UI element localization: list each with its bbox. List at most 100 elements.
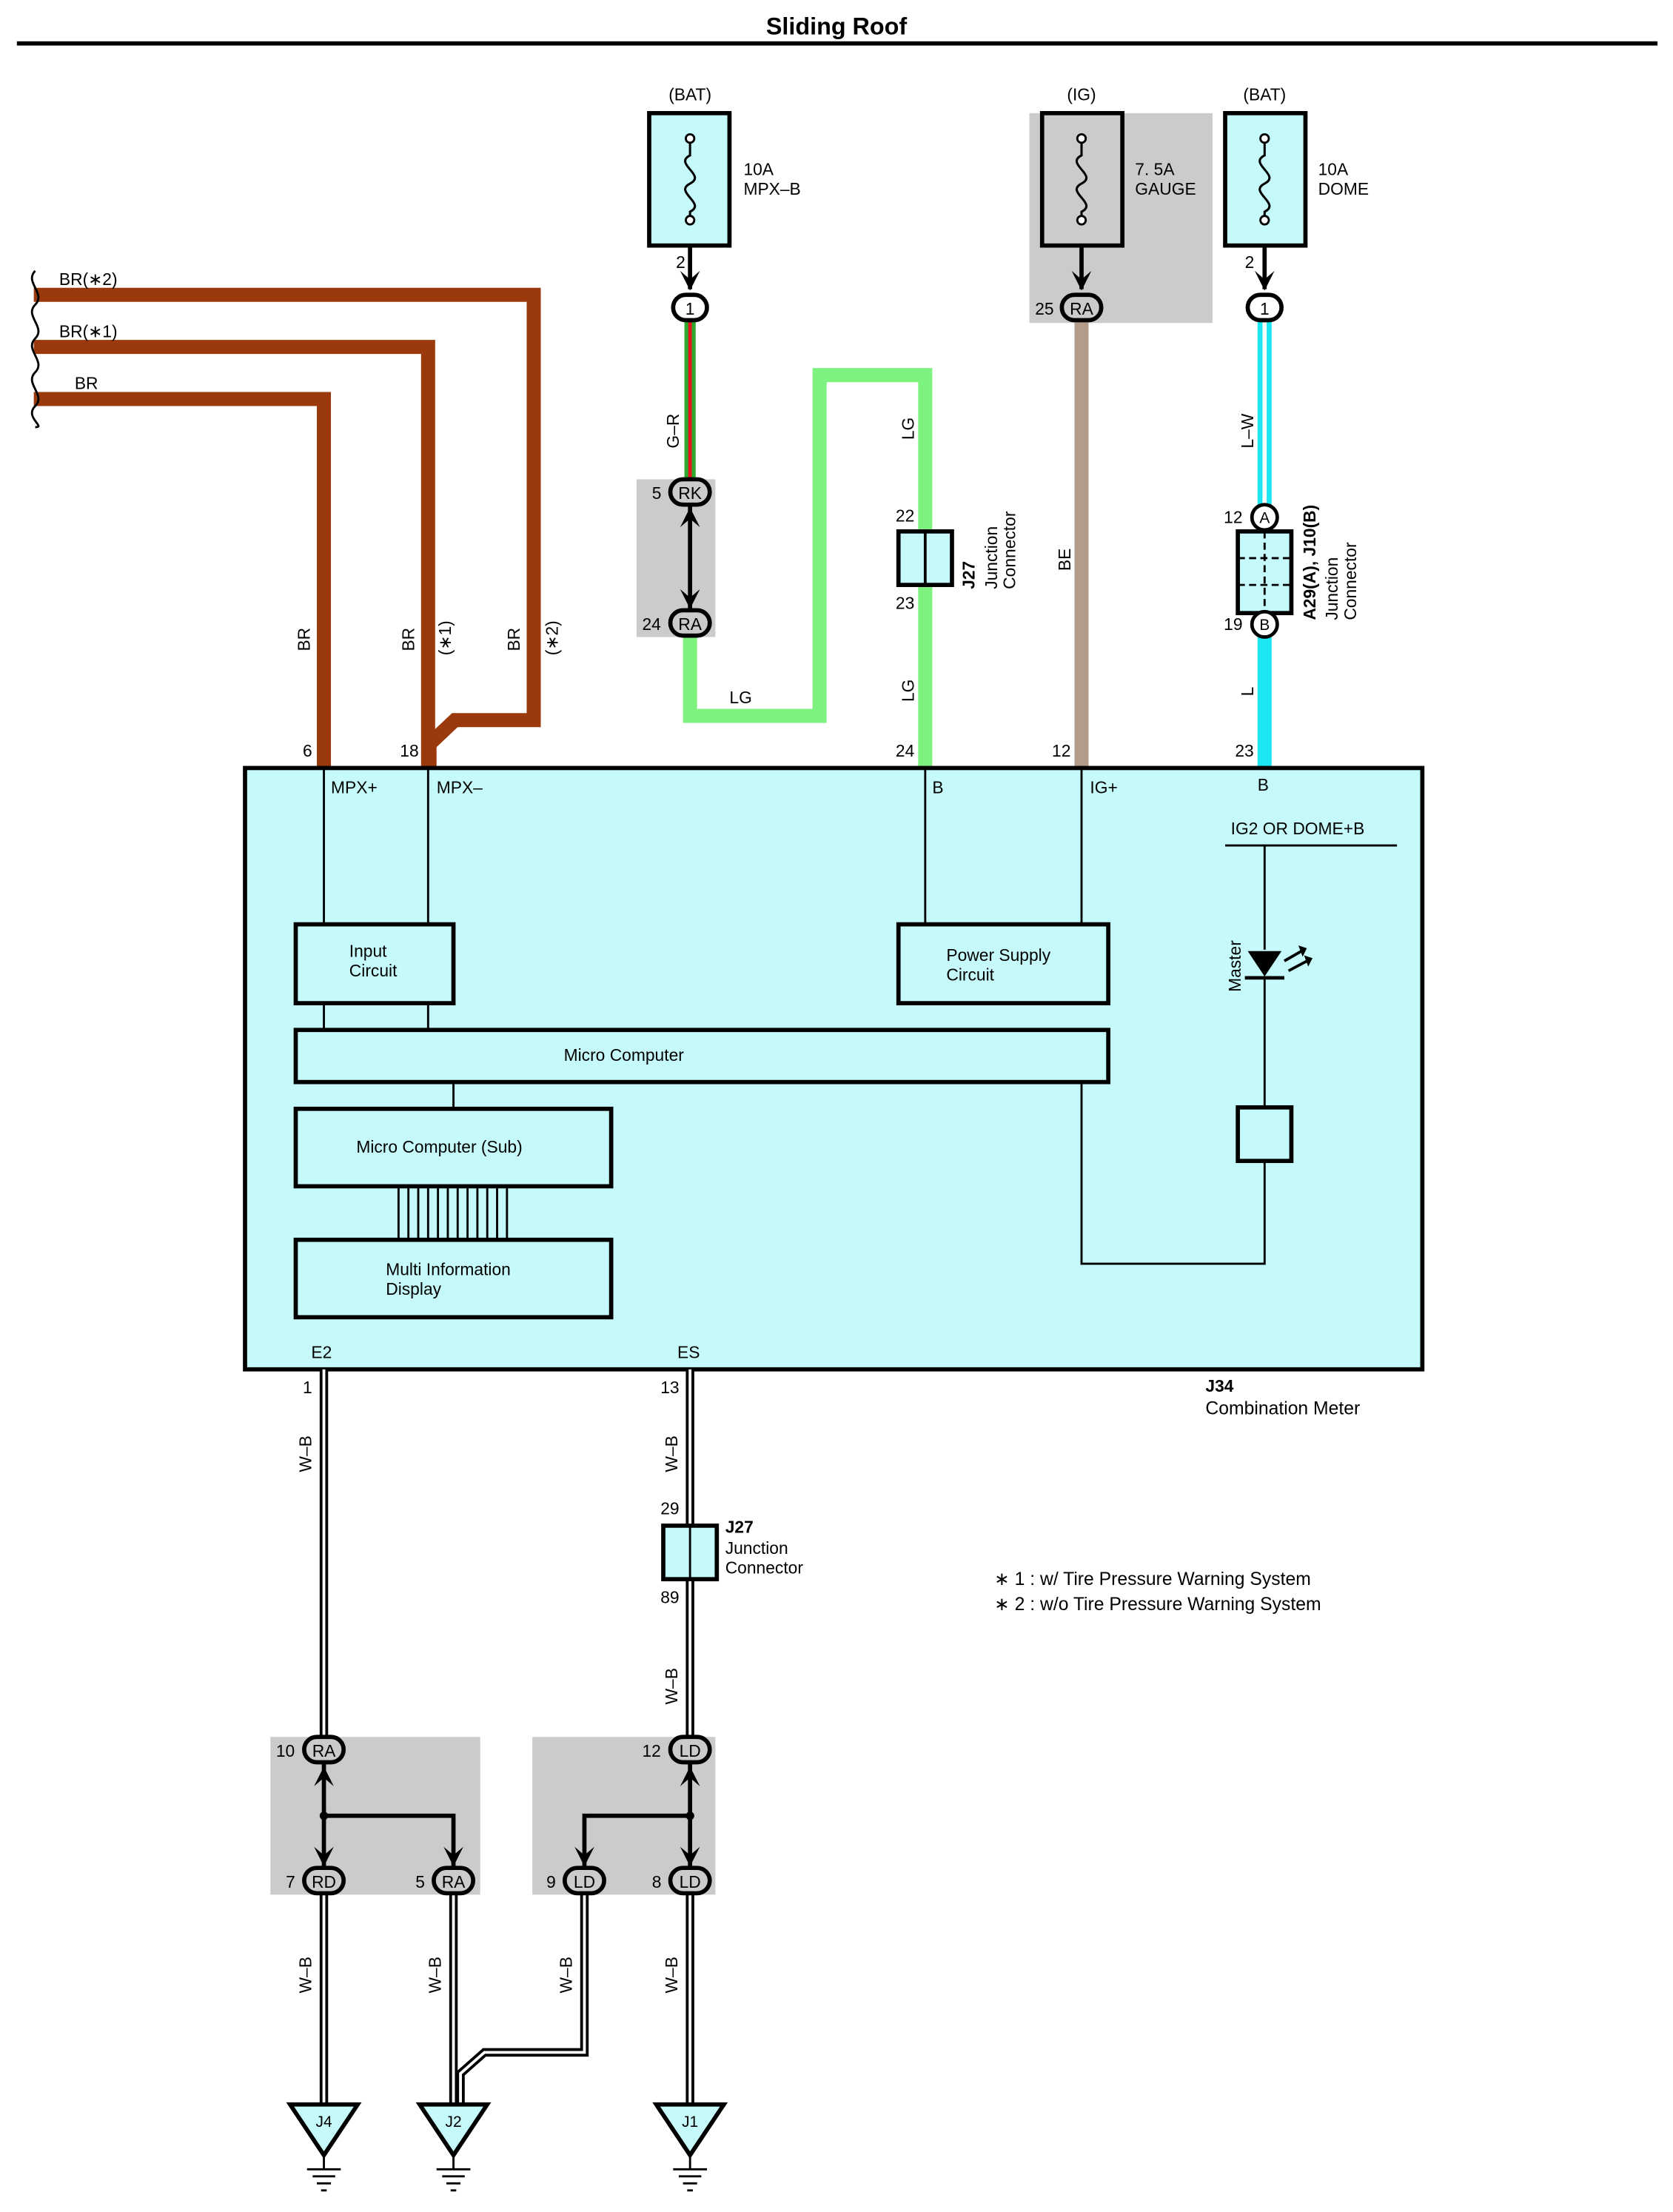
svg-text:1: 1 <box>685 299 695 318</box>
j27-bottom-connector: 29 89 J27 Junction Connector <box>660 1499 803 1607</box>
note-2: ∗ 2 : w/o Tire Pressure Warning System <box>994 1595 1321 1615</box>
fuse-dome-source: (BAT) <box>1243 85 1286 104</box>
gr-label: G–R <box>663 414 683 449</box>
rk-ra-connector: RK 5 RA 24 <box>642 477 712 638</box>
svg-text:RD: RD <box>312 1872 336 1891</box>
svg-text:Micro Computer (Sub): Micro Computer (Sub) <box>356 1137 522 1156</box>
ig2-dome-label: IG2 OR DOME+B <box>1231 819 1365 838</box>
j27-bottom-pin29: 29 <box>660 1499 679 1518</box>
fuse-dome-icon <box>1258 138 1271 221</box>
diagram-title: Sliding Roof <box>766 13 908 39</box>
svg-text:RA: RA <box>442 1872 466 1891</box>
svg-text:J1: J1 <box>682 2114 698 2131</box>
j27-bottom-line1: Junction <box>725 1538 788 1558</box>
svg-text:LD: LD <box>680 1741 701 1760</box>
j27-top-pin22: 22 <box>896 506 914 526</box>
meter-id: J34 <box>1205 1376 1233 1395</box>
meter-pin24: 24 <box>896 741 915 760</box>
terminal-ig-plus: IG+ <box>1090 778 1117 797</box>
fuse-dome-name: DOME <box>1318 179 1369 198</box>
title-rule <box>16 41 1658 46</box>
svg-text:Input: Input <box>349 941 387 960</box>
br1-label: BR(∗1) <box>59 321 118 341</box>
wb-wires <box>319 1369 694 2105</box>
svg-text:RA: RA <box>1070 299 1093 318</box>
j27-bottom-pin89: 89 <box>660 1588 679 1607</box>
lg-label-horizontal: LG <box>729 688 751 707</box>
svg-text:Multi Information: Multi Information <box>386 1259 511 1278</box>
ra-pin: 24 <box>642 614 661 634</box>
lg-wire <box>683 368 933 768</box>
terminal-e2: E2 <box>311 1343 332 1362</box>
gauge-connector: RA 25 <box>1035 292 1104 323</box>
svg-text:RA: RA <box>312 1741 336 1760</box>
master-driver-box <box>1236 1105 1294 1164</box>
mpxb-connector: 1 <box>671 292 709 323</box>
terminal-mpx-minus: MPX– <box>437 778 483 797</box>
br2-wire <box>33 287 541 768</box>
fuse-mpxb-box <box>647 110 732 248</box>
fuse-output-arrows <box>680 245 1275 291</box>
terminal-b2: B <box>1258 775 1269 794</box>
input-circuit: Input Circuit <box>293 922 456 1005</box>
svg-text:1: 1 <box>1260 299 1270 318</box>
fuse-dome-rating: 10A <box>1318 160 1349 179</box>
br-vert-label: BR <box>295 628 314 651</box>
a29-pin12: 12 <box>1224 507 1242 526</box>
fuse-mpxb-source: (BAT) <box>668 85 711 104</box>
svg-text:Power Supply: Power Supply <box>946 945 1050 965</box>
ground-j2-icon: J2 <box>415 2102 492 2192</box>
fuse-dome: (BAT) 10A DOME 2 <box>1223 85 1369 272</box>
fuse-mpxb: (BAT) 10A MPX–B 2 <box>647 85 801 272</box>
rk-label: RK <box>678 483 702 503</box>
meter-pin23: 23 <box>1235 741 1253 760</box>
meter-pin18: 18 <box>400 741 418 760</box>
fuse-gauge-name: GAUGE <box>1135 179 1196 198</box>
note-1: ∗ 1 : w/ Tire Pressure Warning System <box>994 1569 1311 1589</box>
br2-vert-label: BR <box>504 628 523 651</box>
terminal-es: ES <box>677 1343 700 1362</box>
j27-bottom-line2: Connector <box>725 1558 804 1578</box>
j27-top-connector: LG 22 23 LG J27 Junction Connector <box>896 418 1019 702</box>
lw-label: L–W <box>1238 413 1257 448</box>
wb-label-es-upper: W–B <box>662 1435 681 1472</box>
rk-pin: 5 <box>652 483 662 503</box>
a29-line1: Junction <box>1322 557 1341 620</box>
svg-text:10: 10 <box>276 1741 295 1760</box>
wire-breaks <box>30 269 40 429</box>
be-label: BE <box>1055 549 1074 571</box>
a29-id: A29(A), J10(B) <box>1300 505 1319 620</box>
fuse-gauge-rating: 7. 5A <box>1135 160 1175 179</box>
svg-text:Micro Computer: Micro Computer <box>564 1045 685 1065</box>
a29-j10-connector: A B 12 19 A29(A), J10(B) Junction Connec… <box>1224 503 1360 639</box>
wb-label-j1: W–B <box>662 1957 681 1993</box>
fuse-gauge-box <box>1039 110 1125 248</box>
l-label: L <box>1238 687 1257 697</box>
j27-bottom-id: J27 <box>725 1517 754 1536</box>
es-pin13: 13 <box>660 1378 679 1397</box>
svg-text:25: 25 <box>1035 299 1053 318</box>
svg-text:8: 8 <box>652 1872 662 1891</box>
svg-text:5: 5 <box>415 1872 425 1891</box>
br-wires <box>33 287 541 768</box>
micro-computer: Micro Computer <box>293 1028 1111 1085</box>
fuse-dome-pin: 2 <box>1245 252 1255 272</box>
svg-text:7: 7 <box>286 1872 295 1891</box>
meter-internal-wiring <box>323 768 1398 1265</box>
br-wire <box>33 392 332 768</box>
a29-pin19: 19 <box>1224 614 1242 634</box>
br2-vert-note: (∗2) <box>542 620 561 655</box>
br1-wire <box>33 340 435 768</box>
svg-text:J2: J2 <box>446 2114 462 2131</box>
master-led-icon <box>1244 945 1312 980</box>
meter-pin6: 6 <box>303 741 312 760</box>
svg-text:12: 12 <box>642 1741 660 1760</box>
j27-top-pin23: 23 <box>896 593 914 612</box>
br-label: BR <box>75 374 98 393</box>
wb-label-es-lower: W–B <box>662 1668 681 1704</box>
ground-j1-icon: J1 <box>652 2102 728 2192</box>
j27-top-lg-lower: LG <box>899 680 918 702</box>
a29-line2: Connector <box>1341 542 1360 620</box>
br1-vert-label: BR <box>398 628 418 651</box>
fuse-mpxb-icon <box>684 138 697 221</box>
